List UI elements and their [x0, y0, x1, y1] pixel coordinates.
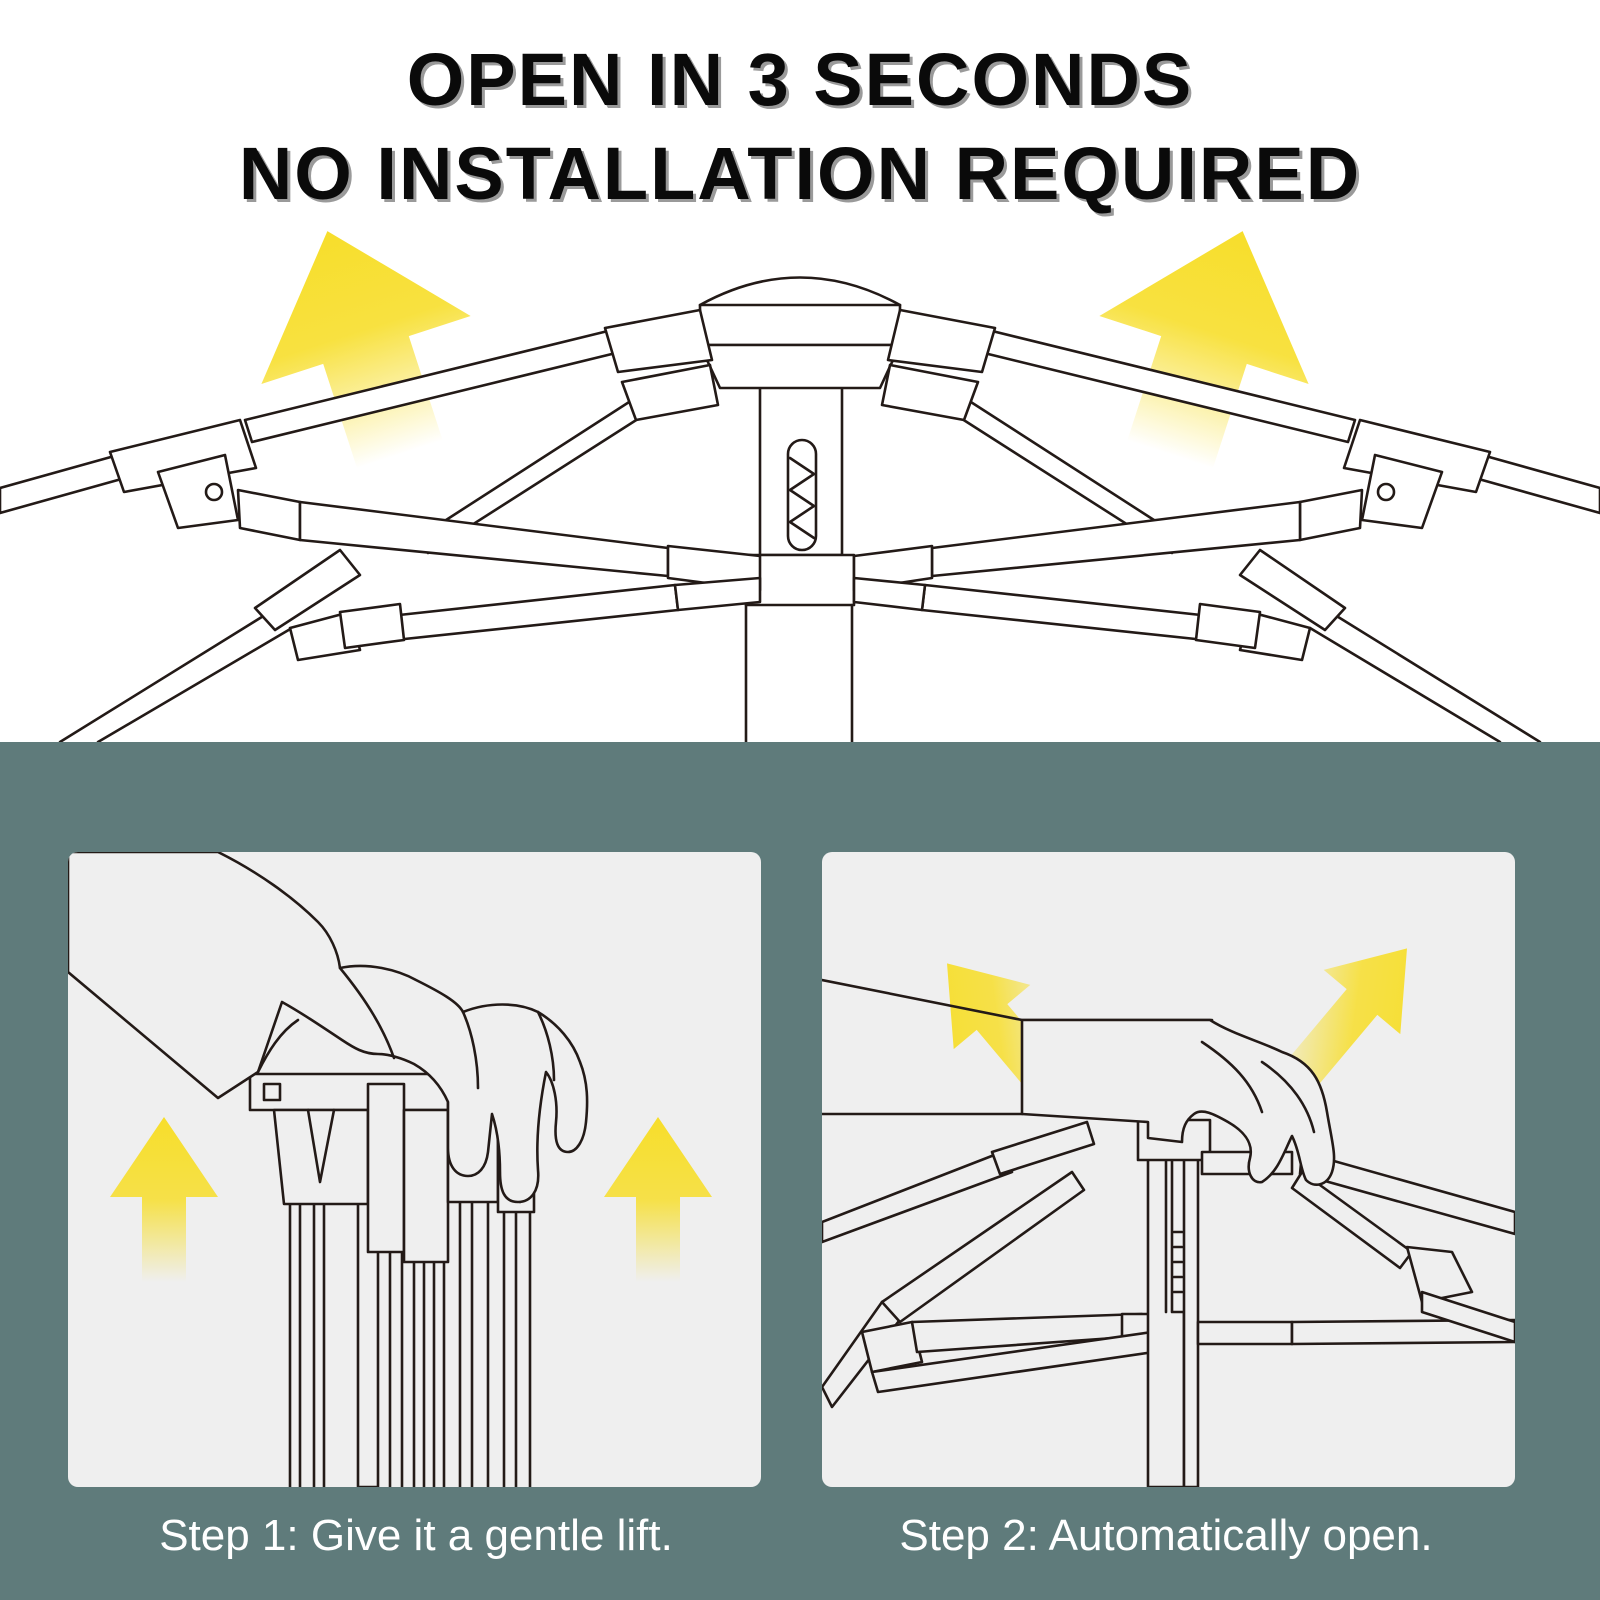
up-arrow-right-icon [1099, 231, 1309, 469]
steps-section: Step 1: Give it a gentle lift. Step 2: A… [0, 742, 1600, 1600]
step-1-panel [68, 852, 761, 1487]
up-right-arrow-icon [1288, 948, 1407, 1084]
step-1-illustration [68, 852, 712, 1487]
up-arrow-left-icon [261, 231, 471, 469]
tent-frame-illustration [0, 231, 1600, 742]
step-2-caption: Step 2: Automatically open. [899, 1511, 1433, 1560]
up-arrow-left-icon [110, 1117, 218, 1282]
step-1-caption: Step 1: Give it a gentle lift. [159, 1511, 673, 1560]
headline-line-1: OPEN IN 3 SECONDS [406, 38, 1194, 121]
step-2-illustration [822, 948, 1515, 1487]
up-arrow-right-icon [604, 1117, 712, 1282]
step-2-panel [822, 852, 1515, 1487]
hero-section: OPEN IN 3 SECONDS NO INSTALLATION REQUIR… [0, 0, 1600, 742]
headline-line-2: NO INSTALLATION REQUIRED [238, 132, 1362, 215]
